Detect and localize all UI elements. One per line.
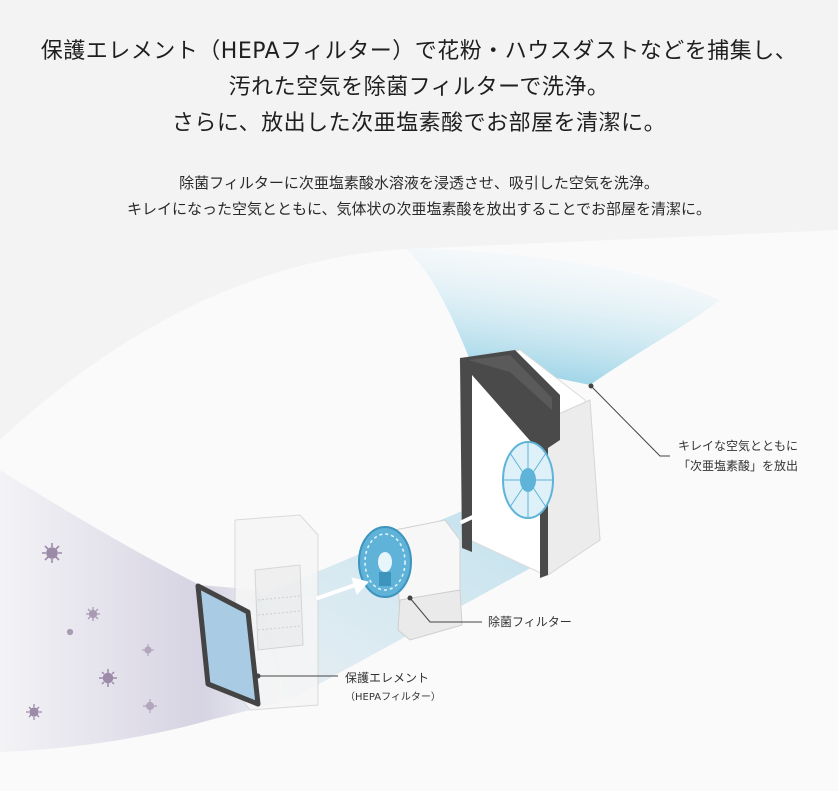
germ-icon xyxy=(142,644,154,656)
callout-outlet-line-2: 「次亜塩素酸」を放出 xyxy=(678,459,799,473)
germ-icon xyxy=(26,704,42,720)
headline-line-3: さらに、放出した次亜塩素酸でお部屋を清潔に。 xyxy=(171,111,667,136)
sterilizing-filter-wheel xyxy=(358,526,412,598)
germ-icon xyxy=(86,607,100,621)
callout-sterilizing-filter: 除菌フィルター xyxy=(488,612,572,632)
headline: 保護エレメント（HEPAフィルター）で花粉・ハウスダストなどを捕集し、 汚れた空… xyxy=(0,34,838,142)
description-line-1: 除菌フィルターに次亜塩素酸水溶液を浸透させ、吸引した空気を洗浄。 xyxy=(179,174,659,192)
callout-outlet: キレイな空気とともに 「次亜塩素酸」を放出 xyxy=(678,436,798,476)
leader-outlet xyxy=(590,385,670,457)
description-line-2: キレイになった空気とともに、気体状の次亜塩素酸を放出することでお部屋を清潔に。 xyxy=(126,200,712,218)
germ-icon xyxy=(143,699,157,713)
purifier-body xyxy=(459,349,601,578)
callout-leaders xyxy=(255,383,670,679)
germ-icon xyxy=(42,543,62,563)
germ-icon xyxy=(99,669,117,687)
headline-line-1: 保護エレメント（HEPAフィルター）で花粉・ハウスダストなどを捕集し、 xyxy=(40,39,798,64)
callout-sterilizing-filter-label: 除菌フィルター xyxy=(488,615,572,629)
purifier-frame xyxy=(460,350,560,578)
callout-hepa-line-1: 保護エレメント xyxy=(345,671,430,685)
arrow-icon xyxy=(460,500,505,524)
callout-hepa-line-2: （HEPAフィルター） xyxy=(345,692,441,703)
hepa-element xyxy=(195,583,261,707)
callout-hepa: 保護エレメント （HEPAフィルター） xyxy=(345,668,441,708)
headline-line-2: 汚れた空気を除菌フィルターで洗浄。 xyxy=(228,75,610,100)
arrow-icon xyxy=(316,577,369,600)
fan-icon xyxy=(502,441,554,519)
leader-sterilizing-filter xyxy=(409,597,482,623)
germ-icon xyxy=(66,628,74,636)
callout-outlet-line-1: キレイな空気とともに xyxy=(678,439,799,453)
clean-air-plume xyxy=(405,248,720,385)
description: 除菌フィルターに次亜塩素酸水溶液を浸透させ、吸引した空気を洗浄。 キレイになった… xyxy=(0,170,838,222)
